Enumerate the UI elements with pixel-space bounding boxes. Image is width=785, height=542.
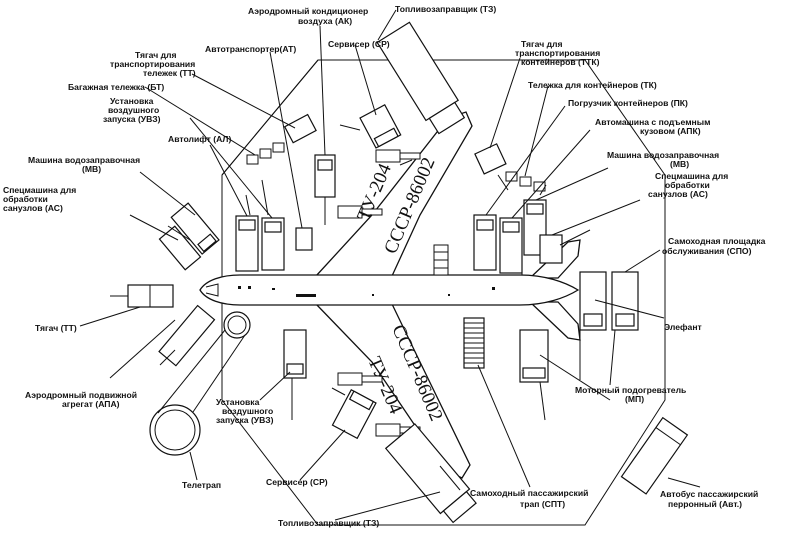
label-service-platform-1: Самоходная площадка xyxy=(668,236,766,246)
label-air-start-bottom-2: воздушного xyxy=(222,406,273,416)
label-container-tractor-1: Тягач для xyxy=(521,39,563,49)
apron-bus xyxy=(620,416,689,495)
baggage-cart-1 xyxy=(246,154,259,165)
label-lavatory-right-3: санузлов (АС) xyxy=(648,189,708,199)
passenger-stairs xyxy=(463,317,485,369)
label-auto-lift: Автолифт (АЛ) xyxy=(168,134,231,144)
container-tractor xyxy=(474,143,507,175)
label-engine-heater-1: Моторный подогреватель xyxy=(575,385,686,395)
label-lavatory-right-2: обработки xyxy=(665,180,710,190)
label-elefant: Элефант xyxy=(664,322,702,332)
label-water-truck-right-1: Машина водозаправочная xyxy=(607,150,719,160)
label-air-start-bottom-3: запуска (УВЗ) xyxy=(216,415,274,425)
label-lift-body-truck-2: кузовом (АПК) xyxy=(640,126,701,136)
label-apron-bus-2: перронный (Авт.) xyxy=(668,499,742,509)
label-lavatory-left-3: санузлов (АС) xyxy=(3,203,63,213)
cockpit-windows xyxy=(205,283,219,297)
label-baggage-cart: Багажная тележка (БТ) xyxy=(68,82,164,92)
label-container-loader: Погрузчик контейнеров (ПК) xyxy=(568,98,688,108)
catering-truck-bottom xyxy=(331,389,377,440)
label-ground-power-2: агрегат (АПА) xyxy=(62,399,120,409)
label-tractor-left: Тягач (ТТ) xyxy=(35,323,77,333)
label-fuel-truck-bottom: Топливозаправщик (ТЗ) xyxy=(278,518,379,528)
label-air-start-top-1: Установка xyxy=(110,96,154,106)
label-lavatory-right-1: Спецмашина для xyxy=(655,171,728,181)
label-container-cart: Тележка для контейнеров (ТК) xyxy=(528,80,657,90)
baggage-cart-3 xyxy=(272,142,285,153)
label-water-truck-right-2: (МВ) xyxy=(670,159,689,169)
container-cart-1 xyxy=(505,171,518,182)
cabin-windows xyxy=(238,286,495,297)
lavatory-truck-left xyxy=(158,225,202,271)
label-lift-body-truck-1: Автомашина с подъемным xyxy=(595,117,710,127)
label-engine-heater-2: (МП) xyxy=(625,394,644,404)
label-tractor-top-2: транспортирования xyxy=(110,59,195,69)
service-zone-boundary xyxy=(221,59,666,526)
label-catering-top: Сервисер (СР) xyxy=(328,39,390,49)
label-air-conditioner-2: воздуха (АК) xyxy=(298,16,352,26)
engine-1-pylon xyxy=(361,208,383,216)
container-cart-2 xyxy=(519,176,532,187)
catering-truck-top xyxy=(359,104,402,149)
zone-inner-line xyxy=(221,59,319,176)
upper-wing xyxy=(314,111,473,277)
label-water-truck-left-1: Машина водозаправочная xyxy=(28,155,140,165)
direction-arrows xyxy=(110,124,616,491)
fuel-truck-bottom xyxy=(384,423,477,524)
water-truck-left xyxy=(170,202,220,255)
label-water-truck-left-2: (МВ) xyxy=(82,164,101,174)
label-air-start-bottom-1: Установка xyxy=(216,397,260,407)
label-fuel-truck-top: Топливозаправщик (ТЗ) xyxy=(395,4,496,14)
label-service-platform-2: обслуживания (СПО) xyxy=(662,246,752,256)
lower-stabilizer xyxy=(528,301,581,341)
fuel-truck-top xyxy=(376,21,466,135)
engine-2 xyxy=(375,149,401,163)
label-teletrap: Телетрап xyxy=(182,480,221,490)
engine-2-pylon xyxy=(399,152,421,160)
label-lavatory-left-1: Спецмашина для xyxy=(3,185,76,195)
labels: Топливозаправщик (ТЗ) Аэродромный кондиц… xyxy=(3,4,766,528)
lower-wing xyxy=(314,303,471,479)
leader-lines xyxy=(79,9,701,521)
label-tractor-top-3: тележек (ТТ) xyxy=(143,68,196,78)
label-air-start-top-3: запуска (УВЗ) xyxy=(103,114,161,124)
baggage-cart-2 xyxy=(259,148,272,159)
lavatory-truck-right xyxy=(539,234,563,264)
vehicles xyxy=(127,21,689,524)
label-ground-power-1: Аэродромный подвижной xyxy=(25,390,137,400)
engine-4 xyxy=(375,423,401,437)
label-container-tractor-2: транспортирования xyxy=(515,48,600,58)
engine-3 xyxy=(337,372,363,386)
label-tractor-top-1: Тягач для xyxy=(135,50,177,60)
label-air-start-top-2: воздушного xyxy=(108,105,159,115)
fuselage xyxy=(199,274,580,306)
label-passenger-stairs-2: трап (СПТ) xyxy=(520,499,565,509)
engine-3-pylon xyxy=(361,375,383,383)
teletrap-rotunda xyxy=(149,404,201,456)
baggage-tractor xyxy=(283,113,317,144)
conveyor-truck xyxy=(295,227,313,251)
label-air-conditioner-1: Аэродромный кондиционер xyxy=(248,6,368,16)
label-conveyor: Автотранспортер(АТ) xyxy=(205,44,296,54)
label-lavatory-left-2: обработки xyxy=(3,194,48,204)
label-passenger-stairs-1: Самоходный пассажирский xyxy=(470,488,588,498)
label-catering-bottom: Сервисер (СР) xyxy=(266,477,328,487)
engines xyxy=(337,149,421,437)
label-container-tractor-3: контейнеров (ТТК) xyxy=(521,57,600,67)
label-apron-bus-1: Автобус пассажирский xyxy=(660,489,758,499)
ground-power-unit xyxy=(158,304,216,367)
